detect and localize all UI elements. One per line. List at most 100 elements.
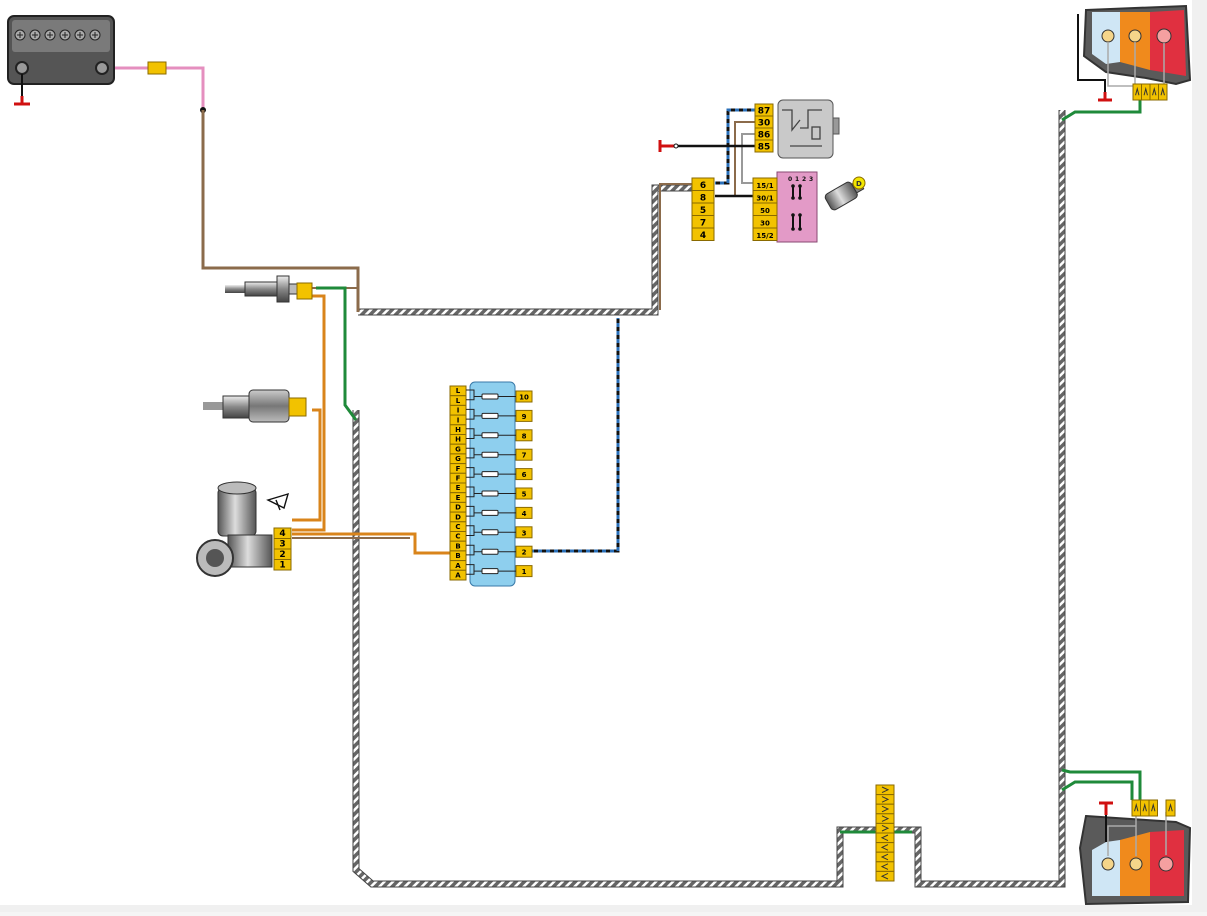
ground-icon — [658, 140, 679, 152]
fuse-box-left-pin-label: I — [457, 407, 460, 415]
lamp-bulb — [1128, 29, 1142, 43]
fuse-box-left-pin-label: G — [455, 455, 461, 463]
stacked-connector-pin — [875, 794, 895, 805]
fuse-box-left-pin-label: C — [455, 523, 460, 531]
fuse-box-left-pin-label: I — [457, 416, 460, 424]
fuse-number: 6 — [515, 468, 533, 481]
ground-icon — [1099, 801, 1113, 815]
page-bottom-margin — [0, 905, 1207, 912]
wiper-motor-icon — [196, 481, 273, 577]
stacked-connector-pin — [875, 851, 895, 863]
ignition-position-label: 2 — [802, 176, 806, 183]
temp-sensor-connector — [288, 397, 307, 417]
fuse-box-left-pin-label: G — [455, 445, 461, 453]
fuse-number: 3 — [515, 526, 533, 539]
wiper-pin: 3 — [273, 538, 292, 550]
fuse-number: 1 — [515, 565, 533, 578]
ignition-pin-label: 30/1 — [756, 195, 773, 203]
rear-lamp-top — [1077, 4, 1192, 92]
lamp-bulb — [1129, 857, 1143, 871]
harness-pin: 8 — [691, 190, 715, 204]
ignition-pin-label: 50 — [760, 207, 770, 215]
harness-pin-label: 4 — [700, 231, 706, 241]
fuse — [466, 408, 516, 420]
fuse-box-left-pin-label: A — [455, 562, 461, 570]
ground-icon — [14, 96, 30, 106]
ignition-key-icon: D — [824, 176, 866, 211]
battery-inline-connector — [147, 61, 167, 75]
fuse-number-label: 10 — [519, 394, 529, 402]
wiper-pin: 4 — [273, 527, 292, 539]
fuse-box-left-pin: I — [449, 414, 467, 426]
relay-pin: 85 — [754, 139, 774, 153]
stacked-connector-pin — [875, 842, 895, 853]
fuse-box-left-pin: B — [449, 540, 467, 552]
stacked-connector-pin — [875, 784, 895, 796]
battery-positive-terminal — [95, 61, 109, 75]
fuse-box-left-pin: L — [449, 385, 467, 397]
stacked-connector-pin — [875, 822, 895, 834]
lamp-connector-pin — [1158, 83, 1168, 101]
relay-contact-icon — [782, 109, 822, 147]
fuse-box-left-pin-label: B — [455, 542, 460, 550]
fuse-box-left-pin-label: B — [455, 552, 460, 560]
fuse-box-left-pin: I — [449, 404, 467, 416]
fuse-box-left-pin: F — [449, 472, 467, 484]
page-right-margin — [1192, 0, 1207, 912]
fuse — [466, 447, 516, 459]
relay-pin: 87 — [754, 103, 774, 117]
harness-pin-label: 8 — [700, 194, 706, 204]
stacked-connector-pin — [875, 803, 895, 815]
rear-lamp-top-connector — [1132, 83, 1168, 101]
fuse — [466, 428, 516, 439]
ignition-position-label: 0 — [788, 176, 792, 183]
wire-green-upper — [316, 286, 358, 421]
relay-pin: 30 — [754, 115, 774, 129]
lamp-bulb — [1101, 29, 1115, 43]
fuse-box-left-pin-label: H — [455, 436, 461, 444]
fuse — [466, 525, 516, 536]
fuse-number: 5 — [515, 487, 533, 500]
ignition-pin-label: 15/1 — [756, 182, 773, 190]
fuse — [466, 486, 516, 498]
fuse — [466, 544, 516, 556]
ignition-pin-label: 15/2 — [756, 232, 773, 240]
lamp-connector-pin — [1141, 83, 1151, 101]
battery-negative-terminal — [15, 61, 29, 75]
rear-lamp-bottom-connector — [1131, 799, 1176, 817]
fuse-box-left-pin: F — [449, 463, 467, 474]
ignition-pin-label: 30 — [760, 220, 770, 228]
wiper-pin: 1 — [273, 559, 292, 571]
fuse-box-left-pin-label: H — [455, 426, 461, 434]
lamp-connector-pin — [1149, 83, 1159, 101]
ground-icon — [1098, 92, 1112, 102]
relay-pin-label: 86 — [758, 131, 771, 141]
fuse-number: 4 — [515, 506, 533, 519]
ignition-position-label: 3 — [809, 176, 813, 183]
ignition-pin: 15/2 — [752, 227, 778, 241]
fuse-number-label: 1 — [522, 568, 527, 576]
fuse-number: 7 — [515, 448, 533, 461]
fuse-box-left-pin: D — [449, 511, 467, 523]
harness-pin: 5 — [691, 202, 715, 216]
wiper-pin-label: 2 — [279, 550, 285, 560]
fuse-box-left-pin: B — [449, 550, 467, 562]
fuse — [466, 564, 516, 575]
ignition-position-label: 1 — [795, 176, 799, 183]
wiper-pin: 2 — [273, 548, 292, 560]
fuse-box-left-pin-label: C — [455, 533, 460, 541]
harness-pin: 6 — [691, 177, 715, 191]
wiper-pin-label: 1 — [279, 561, 285, 571]
fuse-box-left-pin-label: D — [455, 513, 461, 521]
fuse-box-left-pin-label: F — [456, 465, 461, 473]
fuse-number: 10 — [515, 390, 533, 403]
wiper-pin-label: 4 — [279, 529, 285, 539]
fuse-number-label: 9 — [522, 413, 527, 421]
rear-lamp-bottom — [1078, 812, 1192, 906]
stacked-connector-pin — [875, 832, 895, 844]
harness-pin: 4 — [691, 227, 715, 241]
fuse-number: 2 — [515, 545, 533, 558]
